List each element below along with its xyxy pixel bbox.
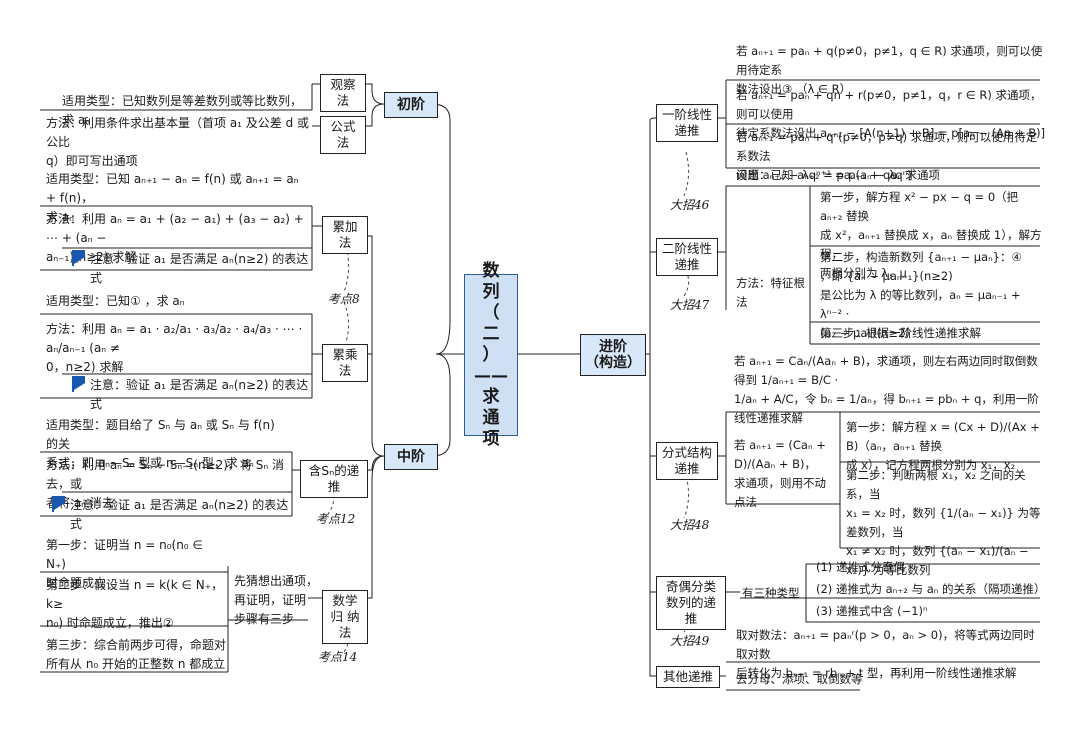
mul-method: 方法：利用 aₙ = a₁ · a₂/a₁ · a₃/a₂ · a₄/a₃ · … — [46, 322, 303, 374]
add-type: 适用类型：已知 aₙ₊₁ − aₙ = f(n) 或 aₙ₊₁ = aₙ + f… — [46, 172, 299, 224]
fraction-condition: 若 aₙ₊₁ = (Caₙ + D)/(Aaₙ + B)， 求通项，则用不动 点… — [734, 438, 826, 509]
title-char: （ — [482, 302, 500, 323]
linear2-step2: 第二步，构造新数列 {aₙ₊₁ − μaₙ}：④ ，即 {aₙ − μaₙ₋₁}… — [820, 250, 1022, 340]
linear1-b: 若 aₙ₊₁ = paₙ + qn + r(p≠0，p≠1，q，r ∈ R) 求… — [736, 88, 1046, 140]
node-qita: 其他递推 — [656, 666, 720, 688]
flag-icon — [74, 250, 85, 264]
title-char: 数 — [482, 260, 500, 281]
flag-icon — [54, 496, 65, 510]
node-erjie: 二阶线性 递推 — [656, 238, 718, 276]
title-char: 列 — [482, 281, 500, 302]
linear2-question: 问题：已知 aₙ₊₂ = paₙ₊₁ + qaₙ 求通项 — [736, 168, 941, 182]
sn-type: 适用类型：题目给了 Sₙ 与 aₙ 或 Sₙ 与 f(n) 的关 系式，即 aₙ… — [46, 418, 275, 470]
title-char: 项 — [482, 428, 500, 449]
qita-text: 去分母、添项、取倒数等 — [736, 672, 863, 686]
jiou-type-2: (2) 递推式为 aₙ₊₂ 与 aₙ 的关系（隔项递推） — [816, 582, 1046, 596]
dazhao-46: 大招46 — [670, 198, 710, 212]
flag-icon — [72, 250, 74, 266]
fraction-step1: 第一步：解方程 x = (Cx + D)/(Ax + B)（aₙ，aₙ₊₁ 替换… — [846, 420, 1040, 472]
ind-step3: 第三步：综合前两步可得，命题对 所有从 n₀ 开始的正整数 n 都成立 — [46, 638, 227, 671]
node-leijia: 累加法 — [322, 216, 368, 254]
dazhao-48: 大招48 — [670, 518, 710, 532]
node-jinjie: 进阶 （构造） — [580, 334, 646, 376]
title-char: ） — [482, 344, 500, 365]
add-method: 方法：利用 aₙ = a₁ + (a₂ − a₁) + (a₃ − a₂) + … — [46, 212, 304, 264]
dazhao-47: 大招47 — [670, 298, 710, 312]
flag-icon — [74, 376, 85, 390]
linear1-a: 若 aₙ₊₁ = paₙ + q(p≠0，p≠1，q ∈ R) 求通项，则可以使… — [736, 44, 1043, 96]
node-chujie: 初阶 — [384, 92, 438, 118]
obs-text: 适用类型：已知数列是等差数列或等比数列，求 aₙ — [62, 94, 303, 127]
node-yijie: 一阶线性 递推 — [656, 104, 718, 142]
title-char: —— — [474, 365, 508, 386]
jiou-three-types: 有三种类型 — [742, 586, 800, 600]
sn-note: 注意：验证 a₁ 是否满足 aₙ(n≥2) 的表达式 — [70, 498, 289, 531]
ind-mid: 先猜想出通项， 再证明，证明 步骤有三步 — [234, 574, 319, 626]
node-jiou: 奇偶分类 数列的递推 — [656, 576, 726, 630]
title-char: 二 — [482, 323, 500, 344]
mul-note: 注意：验证 a₁ 是否满足 aₙ(n≥2) 的表达式 — [90, 378, 309, 411]
title-char: 通 — [482, 407, 500, 428]
formula-text: 方法：利用条件求出基本量（首项 a₁ 及公差 d 或公比 q）即可写出通项 — [46, 116, 310, 168]
kaodian-8: 考点8 — [328, 292, 360, 306]
node-fenshi: 分式结构 递推 — [656, 442, 718, 480]
add-note: 注意：验证 a₁ 是否满足 aₙ(n≥2) 的表达式 — [90, 252, 309, 285]
kaodian-14: 考点14 — [318, 650, 358, 664]
fraction-step2: 第二步：判断两根 x₁，x₂ 之间的关系，当 x₁ = x₂ 时，数列 {1/(… — [846, 468, 1041, 577]
dazhao-49: 大招49 — [670, 634, 710, 648]
node-leicheng: 累乘法 — [322, 344, 368, 382]
center-title: 数 列 （ 二 ） —— 求 通 项 — [464, 261, 518, 449]
flag-icon — [72, 376, 74, 392]
ind-step1: 第一步：证明当 n = n₀(n₀ ∈ N₊) 时命题成立 — [46, 538, 203, 590]
node-gongshi: 公式法 — [320, 116, 366, 154]
ind-step2: 第二步：假设当 n = k(k ∈ N₊，k≥ n₀) 时命题成立，推出② — [46, 578, 224, 630]
jiou-type-1: (1) 递推式分奇偶 — [816, 560, 905, 574]
node-han-sn: 含Sₙ的递推 — [300, 460, 368, 498]
node-guancha: 观察法 — [320, 74, 366, 112]
jiou-log: 取对数法：aₙ₊₁ = paₙʳ(p > 0，aₙ > 0)，将等式两边同时取对… — [736, 628, 1035, 680]
linear2-method: 方法：特征根法 — [736, 276, 805, 309]
flag-icon — [52, 496, 54, 512]
linear2-step3: 第三步：根据一阶线性递推求解 — [820, 326, 981, 340]
sn-method: 方法：利用 aₙ = Sₙ − Sₙ₋₁(n≥2)，将 Sₙ 消去，或 者将 a… — [46, 458, 284, 510]
jiou-type-3: (3) 递推式中含 (−1)ⁿ — [816, 604, 928, 618]
linear2-step1: 第一步，解方程 x² − px − q = 0（把 aₙ₊₂ 替换 成 x²，a… — [820, 190, 1042, 280]
mul-type: 适用类型：已知① ，求 aₙ — [46, 294, 185, 308]
node-zhongjie: 中阶 — [384, 444, 438, 470]
linear1-c: 若 aₙ₊₁ = paₙ + qⁿ(p≠0，p≠q) 求通项，则可以使用待定系数… — [736, 130, 1038, 182]
node-shuxue: 数学归 纳法 — [322, 590, 368, 644]
title-char: 求 — [482, 386, 500, 407]
kaodian-12: 考点12 — [316, 512, 356, 526]
fraction-top: 若 aₙ₊₁ = Caₙ/(Aaₙ + B)，求通项，则左右两边同时取倒数得到 … — [734, 354, 1039, 425]
